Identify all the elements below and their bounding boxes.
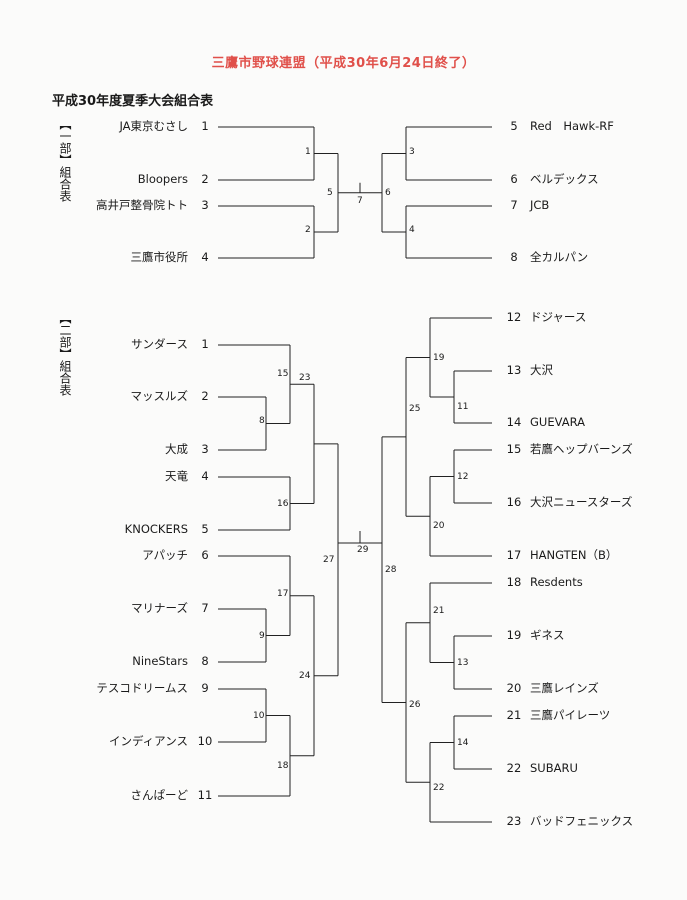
match-number: 9 [258,630,266,641]
division2-right-team-seed: 23 [506,814,522,828]
match-number: 21 [432,605,446,616]
match-number: 17 [276,588,290,599]
match-number: 13 [456,657,470,668]
division1-left-team-seed: 2 [201,172,209,186]
match-number: 5 [326,187,334,198]
division2-left-team-seed: 2 [201,389,209,403]
division2-left-team-seed: 4 [201,469,209,483]
division2-left-team-name: KNOCKERS [124,522,188,536]
division2-left-team-name: テスコドリームス [96,681,188,695]
match-number: 29 [356,545,370,555]
match-number: 2 [304,225,312,235]
division2-right-team-name: バッドフェニックス [530,814,634,828]
match-number: 22 [432,783,446,794]
division1-right-team-name: ベルデックス [530,172,599,186]
match-number: 15 [276,369,290,380]
match-number: 26 [408,699,422,710]
division2-left-team-seed: 10 [197,734,213,748]
match-number: 4 [408,225,416,235]
division2-right-team-seed: 15 [506,442,522,456]
match-number: 7 [356,195,364,206]
match-number: 11 [456,402,470,412]
division2-right-team-seed: 22 [506,761,522,775]
division2-right-team-name: ギネス [530,628,565,642]
match-number: 28 [384,564,398,575]
division2-left-team-seed: 7 [201,601,209,615]
division1-right-team-seed: 7 [510,198,518,212]
division1-label: 【一部】組合表 [58,118,72,202]
division2-right-team-name: ドジャース [530,310,587,324]
match-number: 25 [408,403,422,414]
division2-right-team-seed: 16 [506,495,522,509]
match-number: 3 [408,146,416,157]
division1-right-team-name: 全カルパン [530,250,589,264]
division2-left-team-name: さんぱーど [130,788,189,802]
division2-right-team-seed: 13 [506,363,522,377]
match-number: 14 [456,737,470,748]
match-number: 27 [322,554,336,565]
division2-right-team-seed: 14 [506,415,522,429]
page-subtitle: 平成30年度夏季大会組合表 [52,94,214,109]
division1-left-team-name: 三鷹市役所 [130,250,189,264]
division1-right-team-seed: 6 [510,172,518,186]
division2-left-team-name: マリナーズ [131,601,188,615]
division2-right-team-name: Resdents [530,575,583,589]
division2-right-team-name: 大沢 [530,363,553,377]
division2-left-team-seed: 8 [201,654,209,668]
division2-left-team-seed: 11 [197,788,213,802]
division2-left-team-name: アパッチ [142,548,188,562]
division2-left-team-name: NineStars [132,654,188,668]
division2-left-team-name: サンダース [131,337,188,351]
match-number: 23 [298,372,312,383]
division2-right-team-seed: 12 [506,310,522,324]
division1-right-team-name: Red Hawk-RF [530,119,614,133]
division1-left-team-name: JA東京むさし [119,119,188,133]
division2-left-team-seed: 3 [201,442,209,456]
page-title: 三鷹市野球連盟（平成30年6月24日終了） [211,56,476,71]
match-number: 10 [252,710,266,721]
division2-right-team-name: SUBARU [530,761,578,775]
match-number: 24 [298,670,312,681]
division1-right-team-seed: 5 [510,119,518,133]
division2-right-team-name: GUEVARA [530,415,585,429]
division2-right-team-seed: 18 [506,575,522,589]
match-number: 19 [432,352,446,363]
division2-left-team-name: インディアンス [108,734,188,748]
division2-right-team-name: 三鷹レインズ [530,681,599,695]
division1-left-team-seed: 4 [201,250,209,264]
division2-right-team-seed: 17 [506,548,522,562]
match-number: 16 [276,498,290,509]
division2-left-team-seed: 1 [201,337,209,351]
division2-right-team-name: 若鷹ヘップバーンズ [530,442,633,456]
division1-left-team-seed: 1 [201,119,209,133]
match-number: 8 [258,415,266,426]
match-number: 18 [276,760,290,771]
division2-label: 【二部】組合表 [58,312,72,396]
division2-left-team-seed: 6 [201,548,209,562]
division1-right-team-seed: 8 [510,250,518,264]
division1-left-team-name: 高井戸整骨院トト [96,198,188,212]
division2-left-team-name: 天竜 [165,469,188,483]
match-number: 6 [384,187,392,198]
match-number: 12 [456,471,470,482]
division2-right-team-seed: 19 [506,628,522,642]
division1-left-team-seed: 3 [201,198,209,212]
match-number: 1 [304,146,312,157]
division1-left-team-name: Bloopers [137,172,188,186]
division2-left-team-name: 大成 [165,442,188,456]
division1-right-team-name: JCB [530,198,550,212]
division2-left-team-seed: 9 [201,681,209,695]
division2-right-team-name: 三鷹パイレーツ [530,708,611,722]
division2-right-team-seed: 20 [506,681,522,695]
division2-left-team-seed: 5 [201,522,209,536]
division2-right-team-name: HANGTEN（B） [530,548,618,562]
division2-right-team-seed: 21 [506,708,522,722]
division2-left-team-name: マッスルズ [130,389,189,403]
match-number: 20 [432,521,446,532]
division2-right-team-name: 大沢ニュースターズ [530,495,633,509]
